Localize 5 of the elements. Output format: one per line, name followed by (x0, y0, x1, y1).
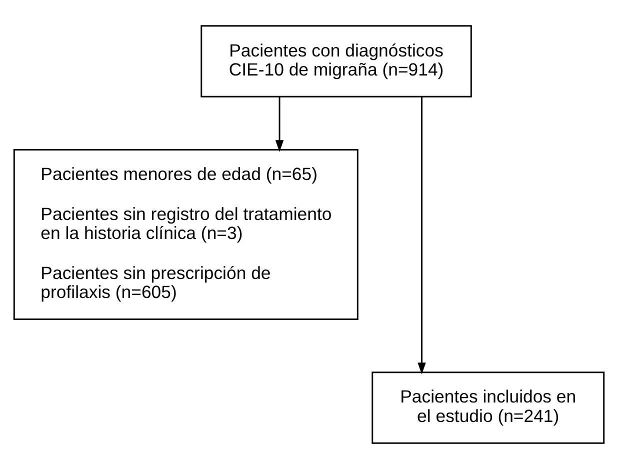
node-box: Pacientes incluidos en el estudio (n=241) (372, 371, 605, 444)
arrow (418, 96, 426, 374)
node-box: Pacientes menores de edad (n=65) Pacientes sin registro del tratamiento en la historia clínica (n=3) Pacientes sin prescripción de profilaxis (n=605) (13, 148, 358, 320)
arrow (275, 96, 284, 152)
node-box: Pacientes con diagnósticos CIE-10 de migraña (n=914) (200, 24, 472, 97)
